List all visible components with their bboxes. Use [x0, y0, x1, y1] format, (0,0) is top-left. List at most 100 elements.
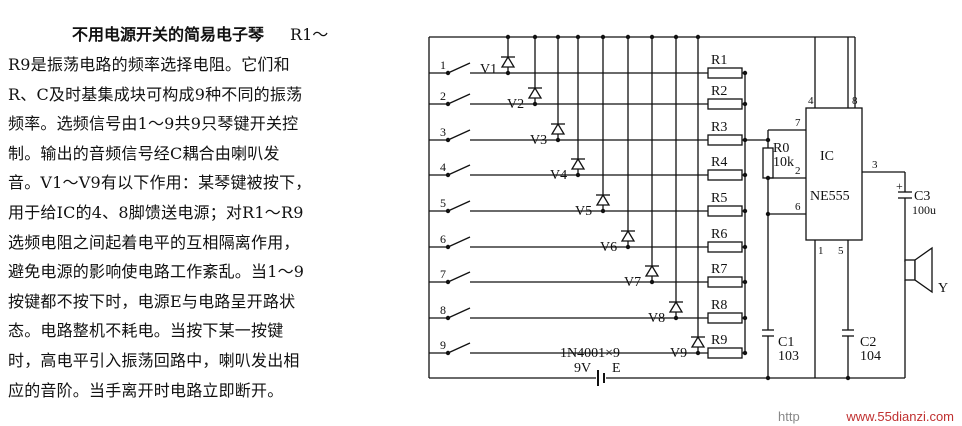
resistor-label: R3 [711, 120, 727, 135]
article-line: 时，高电平引入振荡回路中，喇叭发出相 [8, 350, 300, 370]
article-line: 用于给IC的4、8脚馈送电源；对R1～R9 [8, 202, 304, 222]
article-line: R9是振荡电路的频率选择电阻。它们和 [8, 55, 290, 74]
junction-dot [742, 279, 748, 285]
r0-value: 10k [773, 155, 794, 170]
diode-symbol [595, 193, 611, 206]
diode-symbol [690, 335, 706, 348]
junction-dot [445, 172, 451, 178]
article-line: 态。电路整机不耗电。当按下某一按键 [8, 321, 284, 341]
junction-dot [445, 101, 451, 107]
diode-symbol [500, 55, 516, 68]
key-number: 2 [440, 89, 446, 103]
diode-label: V4 [550, 168, 567, 183]
junction-dot [600, 34, 606, 40]
speaker-cone [914, 246, 933, 294]
diode-note: 1N4001×9 [560, 346, 620, 361]
key-number: 6 [440, 232, 446, 246]
diode-label: V9 [670, 346, 687, 361]
diode-label: V6 [600, 240, 617, 255]
junction-dot [765, 137, 771, 143]
pin-1: 1 [818, 245, 824, 257]
junction-dot [742, 350, 748, 356]
junction-dot [742, 208, 748, 214]
resistor [707, 134, 743, 146]
junction-dot [445, 208, 451, 214]
r0-name: R0 [773, 141, 789, 156]
watermark-url: www.55dianzi.com [846, 409, 954, 424]
resistor-r0 [762, 147, 774, 179]
key-switch [447, 93, 471, 105]
diode-label: V8 [648, 311, 665, 326]
resistor-label: R2 [711, 84, 727, 99]
resistor [707, 67, 743, 79]
key-switch [447, 129, 471, 141]
key-switch [447, 342, 471, 354]
junction-dot [445, 137, 451, 143]
article-line: 频率。选频信号由1～9共9只琴键开关控 [8, 114, 299, 134]
junction-dot [742, 101, 748, 107]
junction-dot [765, 175, 771, 181]
junction-dot [649, 279, 655, 285]
junction-dot [845, 375, 851, 381]
key-switch [447, 62, 471, 74]
article-line: 制。输出的音频信号经C耦合由喇叭发 [8, 143, 280, 163]
battery-name: E [612, 361, 621, 376]
diode-symbol [620, 229, 636, 242]
diode-symbol [668, 300, 684, 313]
resistor-label: R5 [711, 191, 727, 206]
junction-dot [673, 315, 679, 321]
junction-dot [505, 34, 511, 40]
article-line: 音。V1～V9有以下作用：某琴键被按下， [8, 173, 312, 193]
junction-dot [445, 244, 451, 250]
junction-dot [742, 315, 748, 321]
junction-dot [532, 101, 538, 107]
junction-dot [445, 279, 451, 285]
resistor [707, 276, 743, 288]
key-number: 9 [440, 338, 446, 352]
resistor [707, 347, 743, 359]
resistor-label: R1 [711, 53, 727, 68]
junction-dot [555, 34, 561, 40]
junction-dot [445, 350, 451, 356]
pin-7: 7 [795, 117, 801, 129]
c2-name: C2 [860, 335, 876, 350]
resistor-label: R8 [711, 298, 727, 313]
diode-symbol [527, 86, 543, 99]
pin-2: 2 [795, 165, 801, 177]
resistor [707, 312, 743, 324]
junction-dot [555, 137, 561, 143]
resistor [707, 241, 743, 253]
speaker-body [904, 259, 916, 281]
diode-label: V7 [624, 275, 641, 290]
pin-4: 4 [808, 95, 814, 107]
article-title: 不用电源开关的简易电子琴 [72, 25, 265, 44]
article-body: R9是振荡电路的频率选择电阻。它们和 R、C及时基集成块可构成9种不同的振荡频率。… [8, 50, 394, 405]
junction-dot [765, 211, 771, 217]
junction-dot [695, 34, 701, 40]
key-number: 3 [440, 125, 446, 139]
diode-label: V2 [507, 97, 524, 112]
ic-part: NE555 [810, 189, 850, 204]
article-line: 避免电源的影响使电路工作紊乱。当1～9 [8, 262, 305, 282]
pin-6: 6 [795, 201, 801, 213]
junction-dot [742, 70, 748, 76]
key-number: 1 [440, 58, 446, 72]
speaker-label: Y [938, 281, 948, 296]
battery-voltage: 9V [574, 361, 591, 376]
junction-dot [445, 315, 451, 321]
key-switch [447, 164, 471, 176]
junction-dot [742, 172, 748, 178]
c3-name: C3 [914, 189, 930, 204]
junction-dot [649, 34, 655, 40]
article-line: 按键都不按下时，电源E与电路呈开路状 [8, 291, 296, 311]
c2-value: 104 [860, 349, 881, 364]
key-number: 7 [440, 267, 446, 281]
key-switch [447, 200, 471, 212]
c1-value: 103 [778, 349, 799, 364]
junction-dot [625, 34, 631, 40]
article-line: R、C及时基集成块可构成9种不同的振荡 [8, 84, 303, 104]
resistor-label: R6 [711, 227, 727, 242]
key-switch [447, 236, 471, 248]
